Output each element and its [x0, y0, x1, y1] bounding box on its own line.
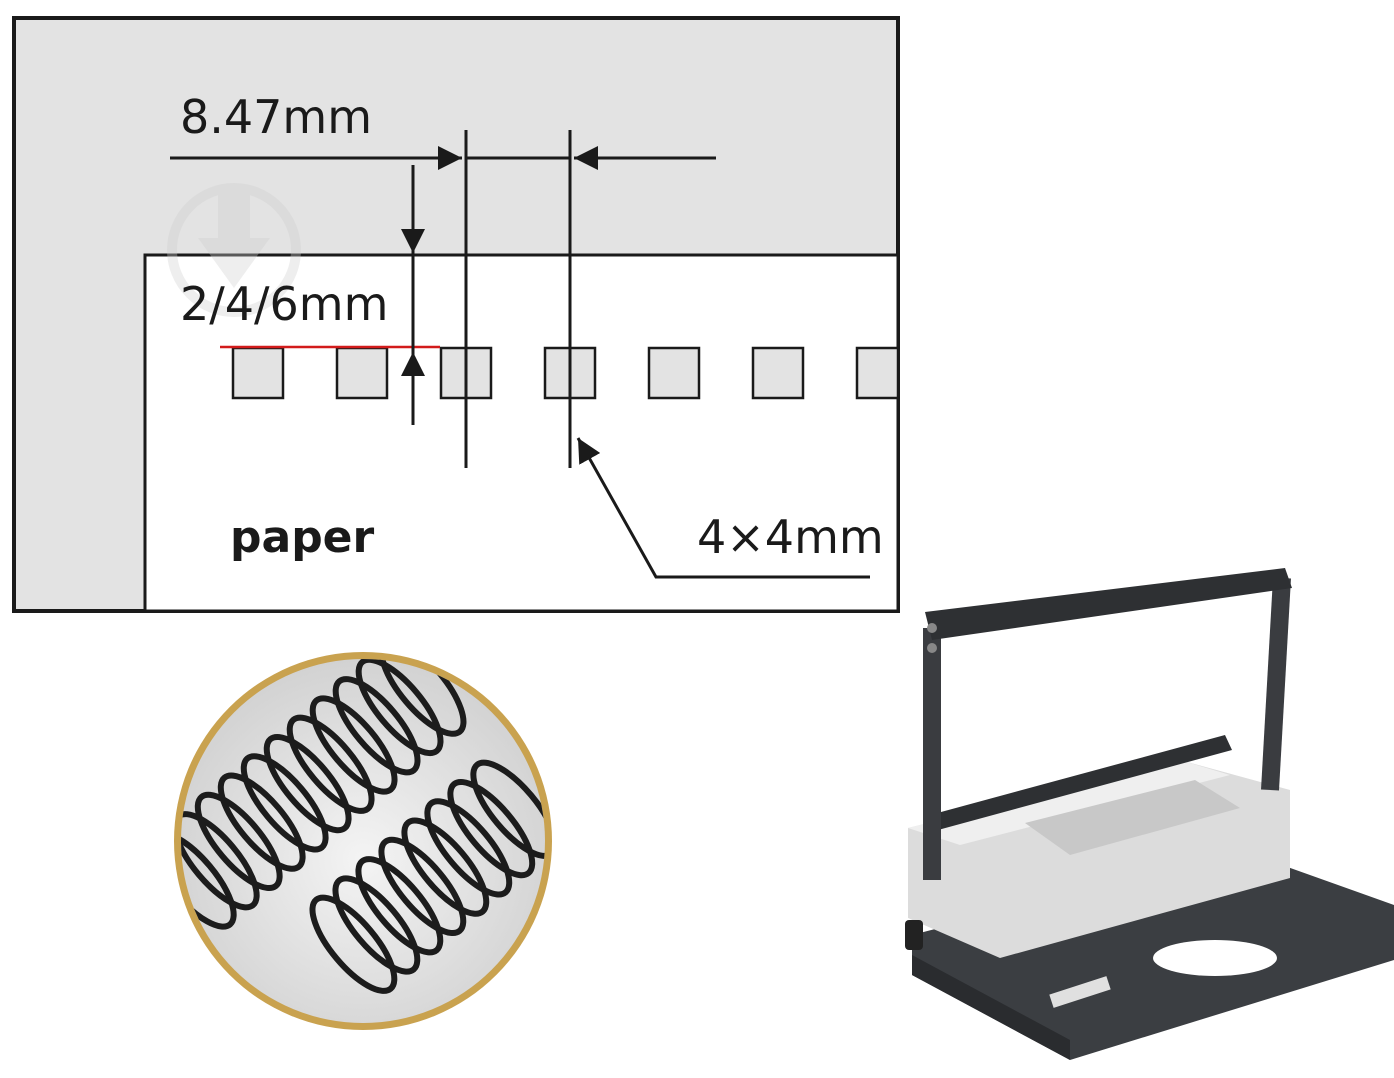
punch-hole — [855, 346, 900, 400]
pitch-label: 8.47mm — [180, 90, 372, 144]
hole-size-label: 4×4mm — [697, 510, 884, 564]
punch-hole — [231, 346, 285, 400]
punch-hole — [751, 346, 805, 400]
wire-coils-photo — [174, 652, 552, 1030]
hole-size-leader — [576, 437, 870, 579]
watermark-icon — [167, 183, 301, 317]
paper-sheet — [143, 253, 900, 613]
binding-machine-photo — [905, 568, 1394, 1060]
paper-label: paper — [230, 512, 375, 563]
punch-hole — [647, 346, 701, 400]
pitch-dimension — [170, 130, 716, 468]
punch-hole — [335, 346, 389, 400]
margin-label: 2/4/6mm — [180, 277, 388, 331]
